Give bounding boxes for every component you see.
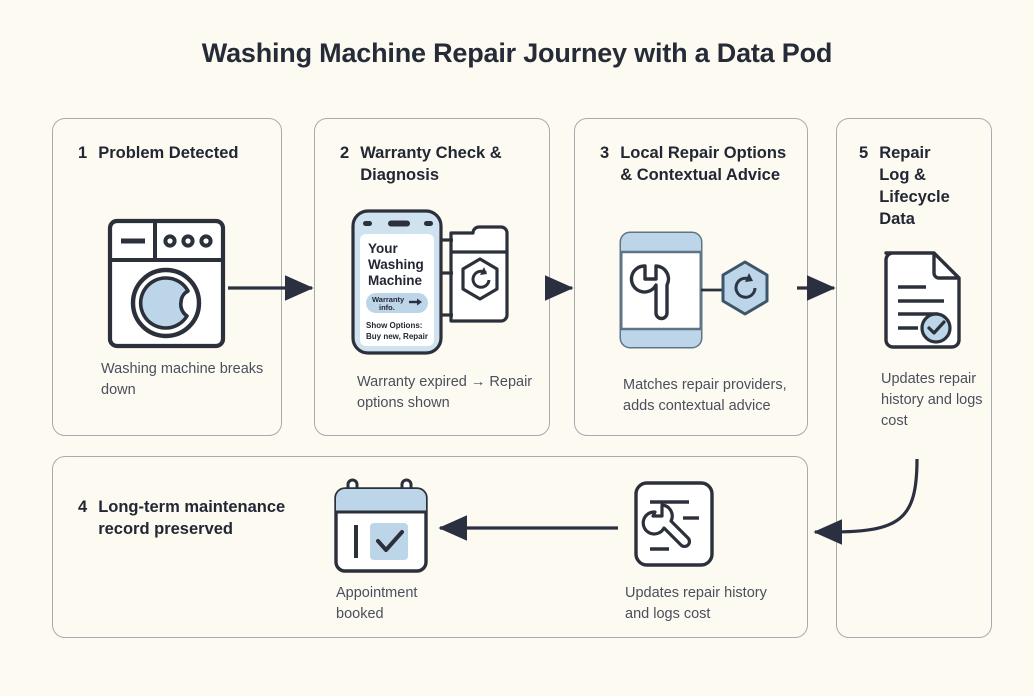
svg-text:Machine: Machine xyxy=(368,273,423,288)
card-2-heading: 2 Warranty Check & Diagnosis xyxy=(340,143,530,187)
card-4-title: Long-term maintenance record preserved xyxy=(98,498,286,538)
svg-text:Warranty: Warranty xyxy=(372,295,405,304)
card-5-title: Repair Log & Lifecycle Data xyxy=(879,144,950,228)
card-1-number: 1 xyxy=(78,144,88,162)
card-step-5[interactable]: 5 Repair Log & Lifecycle Data Updates re… xyxy=(836,118,992,638)
washing-machine-icon xyxy=(104,217,229,350)
card-5-number: 5 xyxy=(859,144,869,162)
svg-text:Washing: Washing xyxy=(368,257,424,272)
card-2-title: Warranty Check & Diagnosis xyxy=(360,144,502,184)
card-3-caption: Matches repair providers, adds contextua… xyxy=(623,377,787,415)
page-title: Washing Machine Repair Journey with a Da… xyxy=(201,38,833,68)
card-4-item-2-caption: Updates repair history and logs cost xyxy=(625,585,767,623)
card-2-caption: Warranty expired → Repair options shown xyxy=(357,374,533,412)
card-4-item-1-caption: Appointment booked xyxy=(336,585,418,623)
card-step-4[interactable]: 4 Long-term maintenance record preserved… xyxy=(52,456,808,638)
calendar-check-icon xyxy=(330,475,442,577)
card-4-number: 4 xyxy=(78,498,88,516)
svg-text:info.: info. xyxy=(379,303,395,312)
svg-text:Your: Your xyxy=(368,241,398,256)
card-3-heading: 3 Local Repair Options & Contextual Advi… xyxy=(600,143,795,187)
card-1-title: Problem Detected xyxy=(98,144,239,162)
card-3-number: 3 xyxy=(600,144,610,162)
phone-with-data-pod-icon: Your Washing Machine Warranty info. Show… xyxy=(341,207,531,357)
svg-text:Buy new, Repair: Buy new, Repair xyxy=(366,332,428,341)
card-2-number: 2 xyxy=(340,144,350,162)
svg-text:Show Options:: Show Options: xyxy=(366,321,422,330)
card-1-caption: Washing machine breaks down xyxy=(101,361,264,399)
repair-document-icon xyxy=(631,479,717,569)
card-step-1[interactable]: 1 Problem Detected Washing machine break… xyxy=(52,118,282,436)
card-3-title: Local Repair Options & Contextual Advice xyxy=(620,144,787,184)
card-5-heading: 5 Repair Log & Lifecycle Data xyxy=(859,143,964,231)
card-1-heading: 1 Problem Detected xyxy=(78,143,253,165)
card-5-caption: Updates repair history and logs cost xyxy=(881,371,983,430)
wrench-phone-pod-icon xyxy=(615,229,780,351)
card-step-3[interactable]: 3 Local Repair Options & Contextual Advi… xyxy=(574,118,808,436)
card-4-heading: 4 Long-term maintenance record preserved xyxy=(78,497,308,541)
card-step-2[interactable]: 2 Warranty Check & Diagnosis xyxy=(314,118,550,436)
document-check-icon xyxy=(878,249,965,349)
